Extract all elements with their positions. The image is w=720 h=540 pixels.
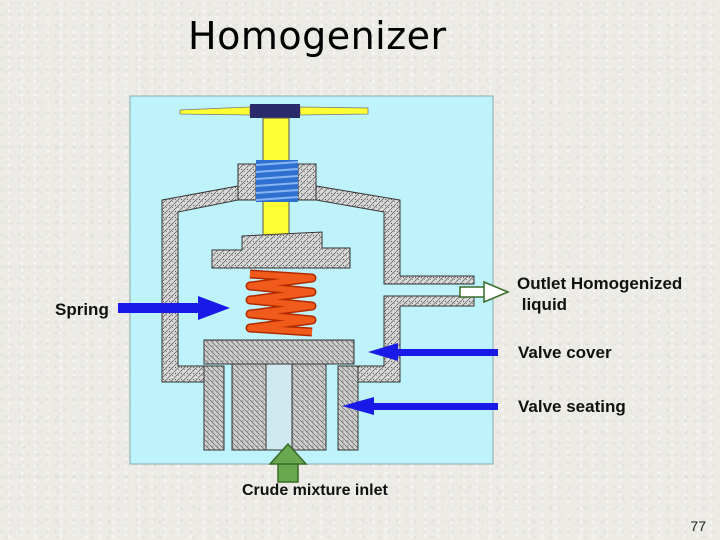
gland-left [237, 163, 257, 201]
spring-plate [211, 231, 351, 269]
spring-label: Spring [55, 300, 109, 319]
valve-seating-arrow [342, 397, 498, 415]
spring-arrow [118, 296, 230, 320]
valve-seat [203, 363, 359, 451]
gland-right [297, 163, 317, 201]
valve-housing [161, 185, 239, 383]
handle [179, 104, 369, 118]
inlet-arrow [268, 442, 308, 483]
valve-seating-label: Valve seating [518, 397, 626, 416]
valve-cover [203, 339, 355, 365]
upper-spring [255, 160, 299, 202]
main-spring [245, 269, 317, 337]
page-title: Homogenizer [188, 14, 447, 58]
inlet-label: Crude mixture inlet [242, 482, 388, 499]
outlet-label-line1: Outlet Homogenized [517, 274, 683, 293]
valve-cover-label: Valve cover [518, 343, 612, 362]
outlet-label-line2: liquid [517, 295, 568, 314]
valve-cover-arrow [368, 343, 498, 361]
outlet-arrow [459, 280, 510, 304]
page-number: 77 [690, 518, 706, 534]
